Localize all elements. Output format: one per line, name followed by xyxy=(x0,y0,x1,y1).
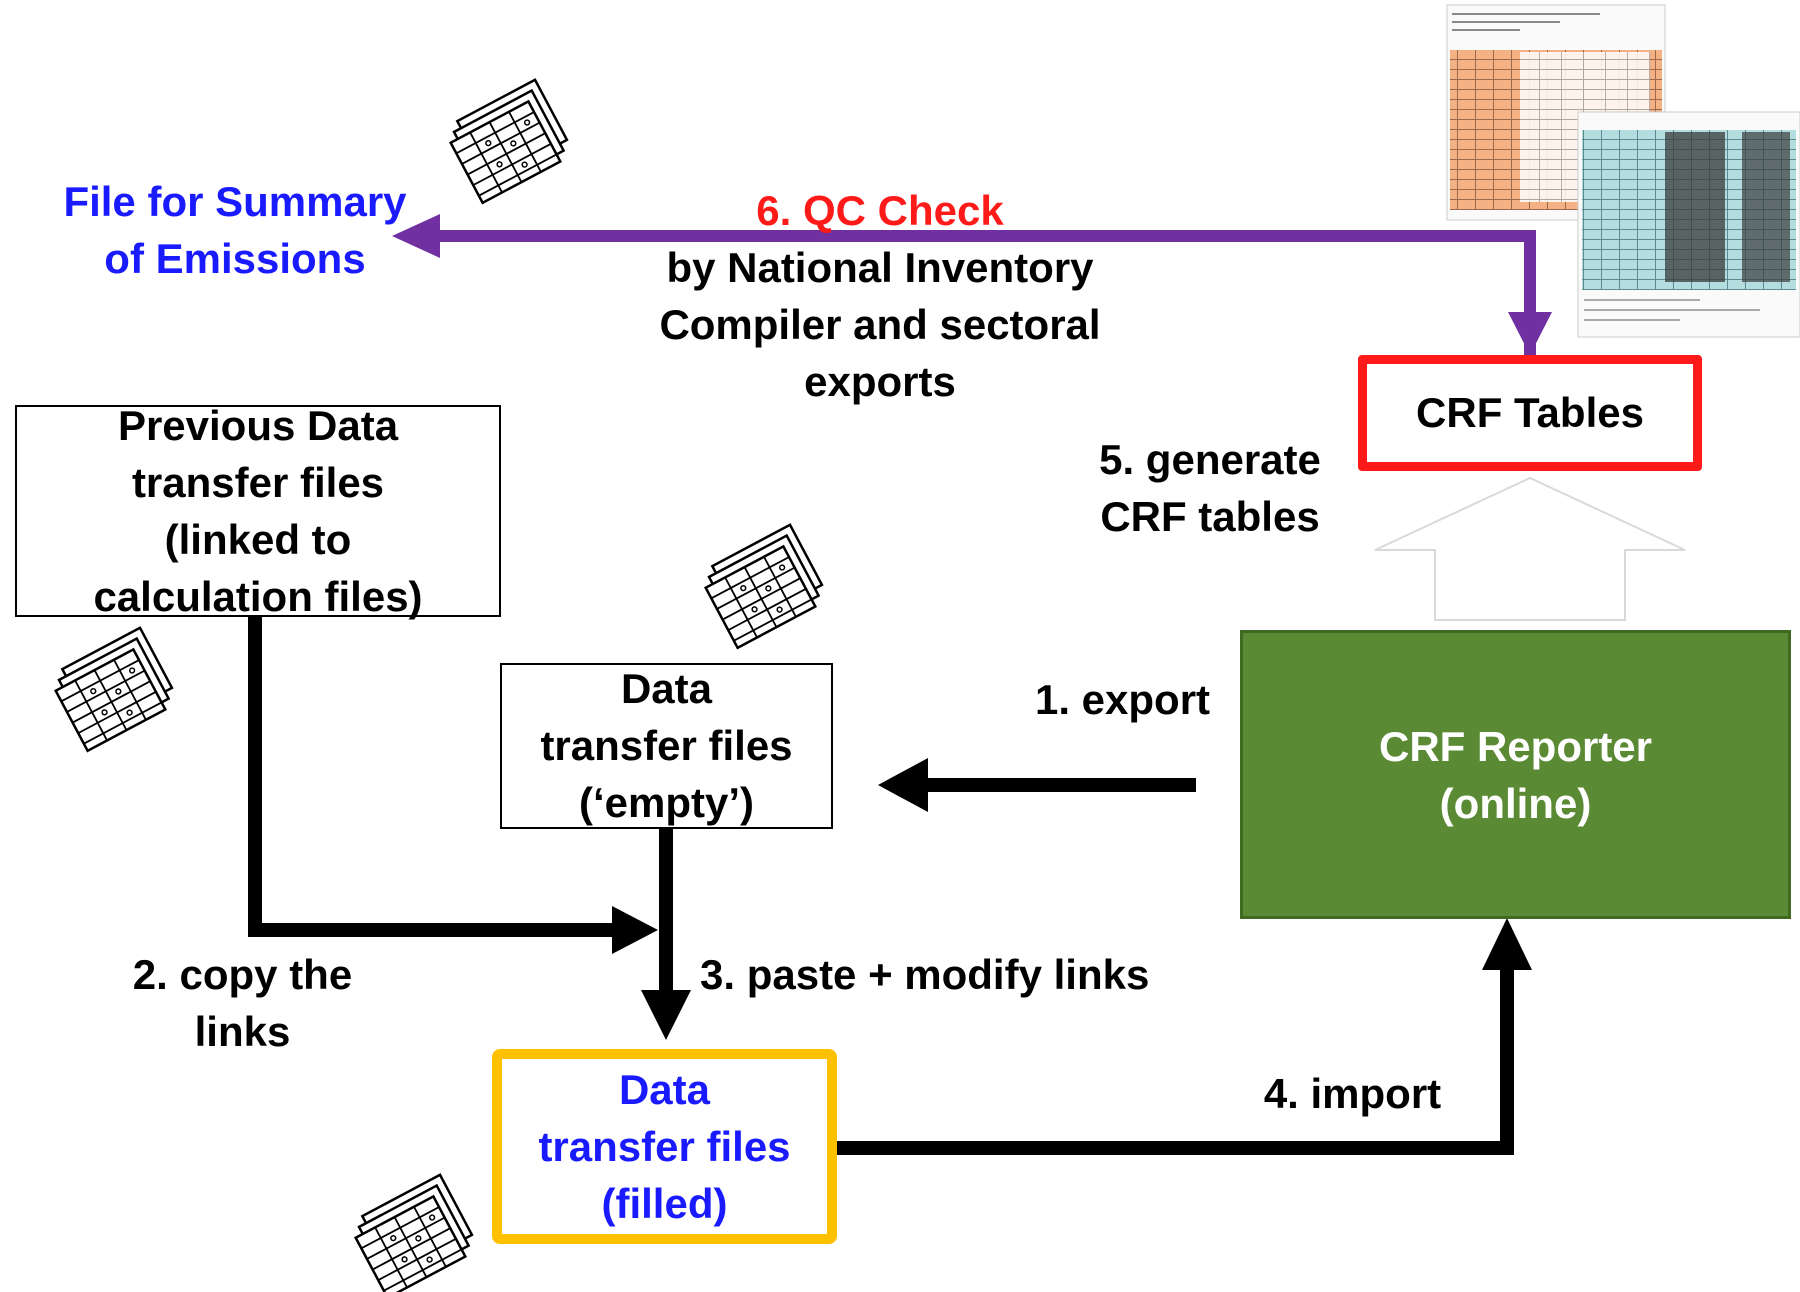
generate-step-label: 5. generate CRF tables xyxy=(1099,436,1321,540)
summary-file-label: File for Summary of Emissions xyxy=(63,178,407,282)
qc-check-title: 6. QC Check xyxy=(756,187,1004,234)
spreadsheet-icon xyxy=(441,78,576,205)
copy-step-label: 2. copy the links xyxy=(132,951,353,1055)
previous-data-transfer-files-box xyxy=(15,405,501,617)
qc-check-arrow xyxy=(392,214,1552,370)
paste-step-label: 3. paste + modify links xyxy=(700,951,1150,998)
crf-reporter-box xyxy=(1240,630,1791,919)
export-step-label: 1. export xyxy=(1034,676,1211,723)
crf-tables-label: CRF Tables xyxy=(1416,389,1644,436)
crf-tables-box xyxy=(1358,355,1702,471)
import-step-label: 4. import xyxy=(1263,1070,1442,1117)
spreadsheet-icon xyxy=(696,523,831,650)
crf-table-thumbnail-front xyxy=(1577,111,1800,338)
crf-reporter-label: CRF Reporter (online) xyxy=(1378,723,1653,827)
empty-files-label: Data transfer files (‘empty’) xyxy=(540,665,793,826)
filled-files-label: Data transfer files (filled) xyxy=(538,1066,791,1227)
spreadsheet-icon xyxy=(46,626,181,753)
qc-check-detail: by National Inventory Compiler and secto… xyxy=(659,244,1101,405)
empty-data-transfer-files-box xyxy=(500,663,833,829)
spreadsheet-icon xyxy=(346,1173,481,1292)
flow-arrows xyxy=(248,615,1532,1155)
generate-hollow-arrow xyxy=(1374,476,1686,621)
filled-data-transfer-files-box xyxy=(492,1049,837,1244)
previous-files-label: Previous Data transfer files (linked to … xyxy=(93,402,423,620)
